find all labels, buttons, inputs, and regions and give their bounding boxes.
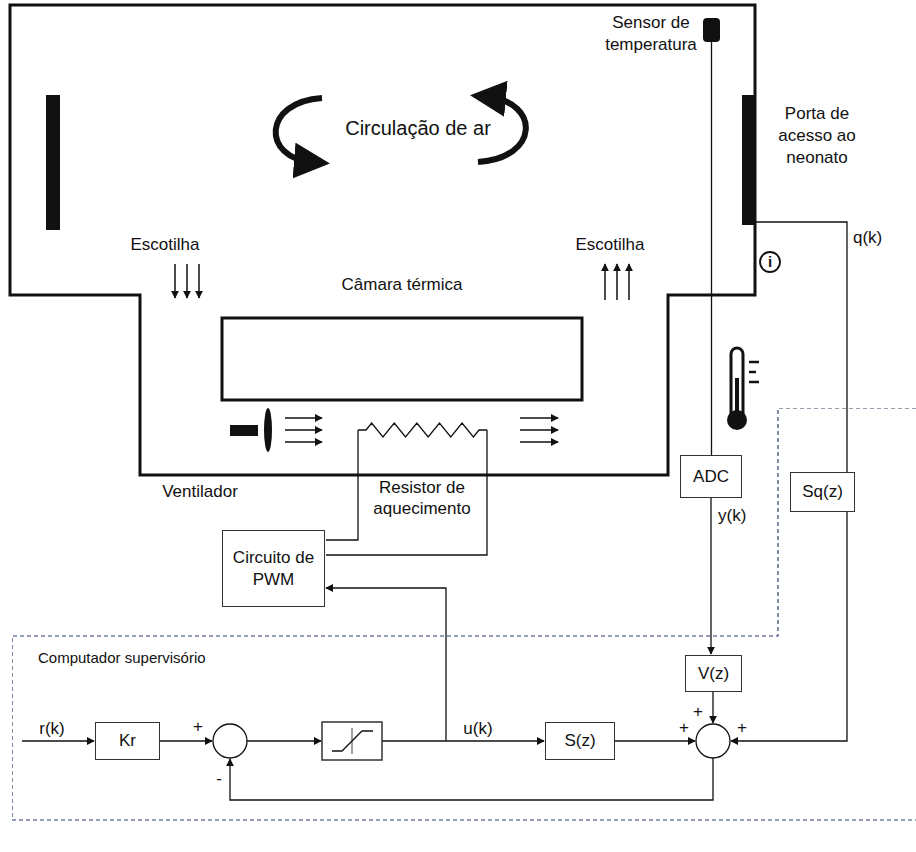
part-label: Ventilador	[162, 481, 238, 502]
signal-connector	[710, 498, 711, 654]
dashed-border	[12, 408, 916, 820]
air-arrow	[520, 441, 558, 443]
thermometer-tick	[749, 371, 756, 374]
air-arrow	[285, 441, 322, 443]
sensor-label-holder: Sensor de temperatura	[601, 12, 701, 56]
process-box: V(z)	[685, 655, 742, 692]
signal-wire	[731, 512, 847, 741]
thermometer-tick	[749, 381, 759, 384]
part-label: Circulação de ar	[345, 116, 491, 141]
process-box: Circuito de PWM	[222, 530, 325, 607]
temperature-sensor: Sensor de temperatura	[703, 18, 720, 42]
signal-label: q(k)	[852, 228, 883, 248]
signal-label: +	[679, 717, 689, 738]
block-label: ADC	[693, 466, 729, 487]
air-arrow	[616, 264, 618, 300]
fan-motor	[230, 425, 258, 436]
process-box: ADC	[680, 455, 742, 498]
signal-label: r(k)	[39, 718, 64, 739]
signal-wire	[160, 740, 212, 741]
signal-wire	[22, 740, 94, 741]
resistor-wire	[326, 430, 487, 555]
saturation-axis	[352, 728, 353, 754]
node-label: Computador supervisório	[38, 649, 206, 666]
resistor-wire	[326, 430, 358, 540]
block-label: Circuito de PWM	[229, 547, 318, 590]
thermometer-bulb	[727, 410, 747, 430]
signal-label: y(k)	[717, 506, 747, 526]
signal-wire	[247, 740, 321, 741]
process-box: Kr	[95, 722, 160, 760]
hatch-arrows	[175, 264, 629, 300]
air-arrow	[186, 264, 188, 298]
signal-wire	[615, 740, 695, 741]
part-label: Escotilha	[131, 234, 200, 255]
air-arrow	[628, 264, 630, 300]
block-label: V(z)	[698, 663, 729, 684]
part-label: Escotilha	[576, 234, 645, 255]
fan-airflow	[285, 418, 558, 442]
air-arrow	[520, 417, 558, 419]
block-label: Kr	[119, 730, 136, 751]
resistor-symbol	[358, 423, 487, 437]
process-box: S(z)	[545, 722, 615, 760]
signal-label: -	[216, 768, 222, 789]
chamber-floor	[222, 318, 582, 400]
air-arrow	[285, 429, 322, 431]
fan-blade	[264, 408, 272, 452]
signal-label: u(k)	[463, 718, 492, 739]
air-arrow	[520, 429, 558, 431]
summing-junction	[213, 724, 247, 758]
thermometer-tick	[749, 361, 759, 364]
air-arrow	[604, 264, 606, 300]
thermometer-icon	[727, 348, 759, 430]
saturation-curve	[332, 731, 373, 751]
node-label: Porta de acesso ao neonato	[778, 104, 856, 167]
signal-label: +	[693, 701, 703, 722]
process-box: Sq(z)	[790, 472, 855, 512]
signal-wire	[326, 588, 446, 741]
block-diagram-wires	[22, 512, 847, 800]
air-arrow	[285, 417, 322, 419]
part-label: Resistor de aquecimento	[366, 477, 478, 520]
thermometer-tube	[731, 348, 743, 420]
feedback-wire	[230, 758, 713, 800]
access-door: Porta de acesso ao neonato	[742, 95, 756, 225]
signal-connector	[756, 222, 847, 472]
region-title-holder: Computador supervisório	[38, 648, 206, 668]
air-flow-arrow	[276, 98, 322, 162]
supervisory-region: Computador supervisório Sq(z) V(z) Kr S(z)	[12, 408, 916, 822]
incubator-housing	[10, 5, 755, 475]
signal-label: +	[737, 717, 747, 738]
block-label: S(z)	[564, 730, 595, 751]
node-label: Sensor de temperatura	[605, 13, 697, 54]
summing-junction	[696, 724, 730, 758]
door-label-holder: Porta de acesso ao neonato	[772, 103, 862, 169]
block-label: Sq(z)	[802, 481, 843, 502]
saturation-block	[322, 722, 382, 760]
air-arrow	[174, 264, 176, 298]
side-door	[46, 95, 60, 230]
signal-wire	[712, 692, 713, 723]
part-label: i	[768, 253, 772, 272]
signal-label: +	[193, 716, 203, 737]
info-icon	[760, 252, 780, 272]
signal-connector	[711, 42, 712, 455]
part-label: Câmara térmica	[342, 274, 463, 295]
signal-wire	[382, 740, 544, 741]
air-arrow	[198, 264, 200, 298]
